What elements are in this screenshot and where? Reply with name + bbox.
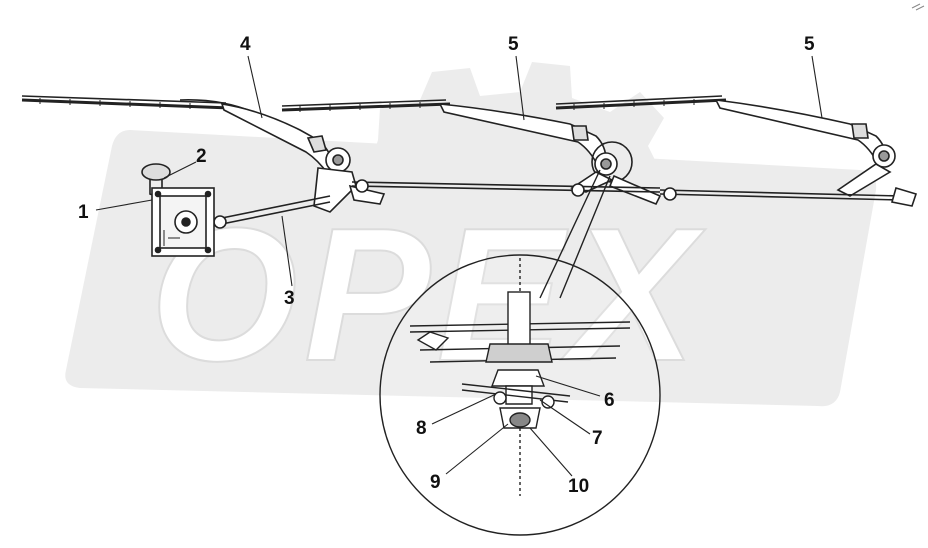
leader-6 xyxy=(535,375,601,397)
wiper-blade-middle xyxy=(281,99,451,112)
callout-8: 8 xyxy=(416,418,427,439)
wiper-blade-right xyxy=(555,95,727,110)
watermark-text: OPEX xyxy=(150,189,706,401)
callout-5-middle: 5 xyxy=(508,34,519,55)
linkage-rods xyxy=(211,179,918,229)
callout-1: 1 xyxy=(78,202,89,223)
callout-6: 6 xyxy=(604,390,615,411)
callout-10: 10 xyxy=(568,476,589,497)
corner-mark xyxy=(911,3,925,11)
wiper-arm-left xyxy=(220,103,386,213)
leader-lines xyxy=(95,55,823,477)
leader-8 xyxy=(431,393,497,425)
wiper-motor xyxy=(141,163,215,257)
leader-2 xyxy=(163,161,197,179)
leader-9 xyxy=(445,423,509,475)
callout-3: 3 xyxy=(284,288,295,309)
detail-view xyxy=(379,169,661,536)
leader-5b xyxy=(811,55,823,119)
leader-1 xyxy=(95,199,153,211)
callout-7: 7 xyxy=(592,428,603,449)
callout-labels: 1 2 3 4 5 5 6 7 8 9 10 xyxy=(78,34,815,497)
leader-7 xyxy=(539,399,591,435)
callout-9: 9 xyxy=(430,472,441,493)
leader-4 xyxy=(247,55,263,119)
callout-4: 4 xyxy=(240,34,251,55)
callout-2: 2 xyxy=(196,146,207,167)
leader-3 xyxy=(281,215,293,287)
callout-5-right: 5 xyxy=(804,34,815,55)
leader-5a xyxy=(515,55,525,121)
leader-10 xyxy=(529,427,573,477)
wiper-arm-right xyxy=(714,99,896,197)
